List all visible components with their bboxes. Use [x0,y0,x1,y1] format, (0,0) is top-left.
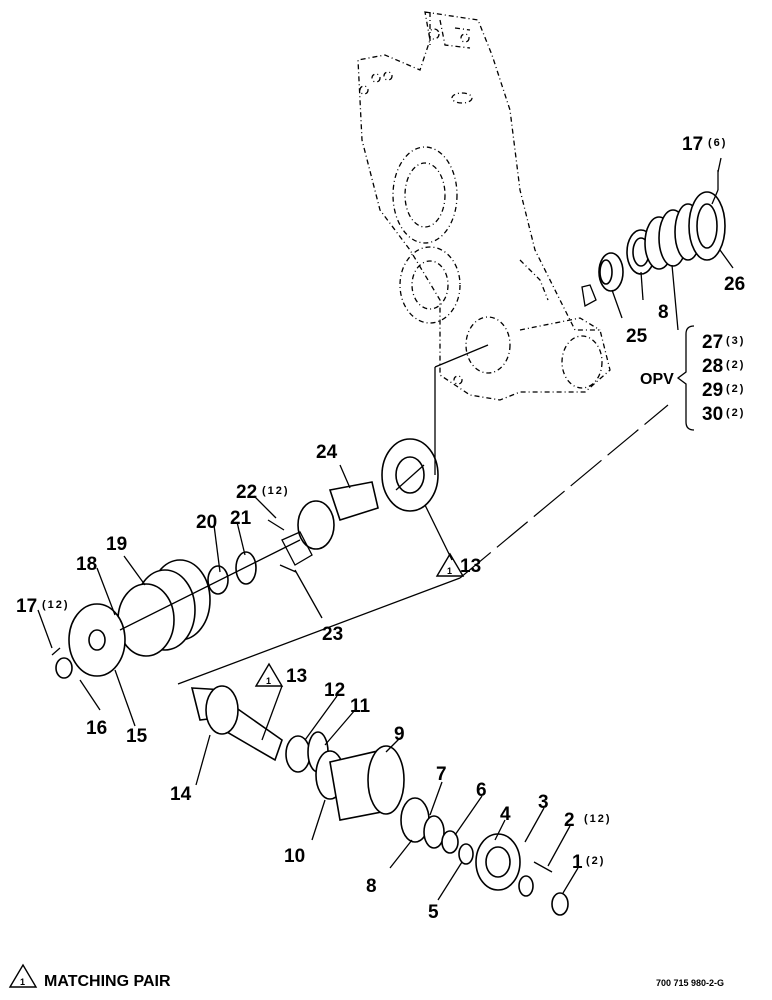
lower-shaft-group [190,685,569,916]
label-10: 10 [284,846,305,867]
label-21: 21 [230,508,252,529]
label-22: 22 [236,482,257,503]
label-12: 12 [324,680,345,701]
label-20: 20 [196,512,217,533]
qty-17-top: (6) [708,137,727,149]
label-7: 7 [436,764,447,785]
legend-triangle [8,963,38,988]
qty-22: (12) [262,485,290,497]
opv-brace [676,325,695,431]
label-28: 28 [702,356,723,377]
middle-shaft-group [51,438,439,679]
label-24: 24 [316,442,338,463]
qty-30: (2) [726,407,745,419]
qty-28: (2) [726,359,745,371]
label-13-upper: 13 [460,556,481,577]
label-25: 25 [626,326,648,347]
matching-pair-triangle [254,662,284,687]
triangle-number-lower: 1 [266,676,271,686]
label-4: 4 [500,804,511,825]
label-3: 3 [538,792,549,813]
label-30: 30 [702,404,723,425]
reference-lines [177,344,669,685]
drawing-reference-code: 700 715 980-2-G [656,978,724,988]
label-11: 11 [350,696,371,717]
qty-17-left: (12) [42,599,70,611]
label-6: 6 [476,780,487,801]
leader-lines [37,157,734,901]
label-8-lower: 8 [366,876,377,897]
label-23: 23 [322,624,343,645]
label-5: 5 [428,902,439,923]
label-1: 1 [572,852,583,873]
label-13-lower: 13 [286,666,307,687]
triangle-number-upper: 1 [447,566,452,576]
label-17-left: 17 [16,596,37,617]
label-16: 16 [86,718,107,739]
label-17-top: 17 [682,134,703,155]
qty-2: (12) [584,813,612,825]
legend-text: MATCHING PAIR [44,973,171,990]
qty-1: (2) [586,855,605,867]
gearbox-housing [357,11,611,401]
matching-pair-triangle [435,552,465,577]
label-18: 18 [76,554,97,575]
qty-27: (3) [726,335,745,347]
upper-shaft-group [581,170,726,308]
label-29: 29 [702,380,723,401]
label-2: 2 [564,810,575,831]
legend-symbol: 1 [20,977,25,987]
label-14: 14 [170,784,192,805]
label-19: 19 [106,534,127,555]
label-8-top: 8 [658,302,669,323]
part-labels: 17 (6) 26 8 25 27 (3) 28 (2) 29 (2) 30 (… [16,134,745,923]
label-26: 26 [724,274,745,295]
label-15: 15 [126,726,148,747]
legend: 1 MATCHING PAIR [20,973,171,990]
label-27: 27 [702,332,723,353]
label-9: 9 [394,724,405,745]
qty-29: (2) [726,383,745,395]
label-opv: OPV [640,371,674,388]
